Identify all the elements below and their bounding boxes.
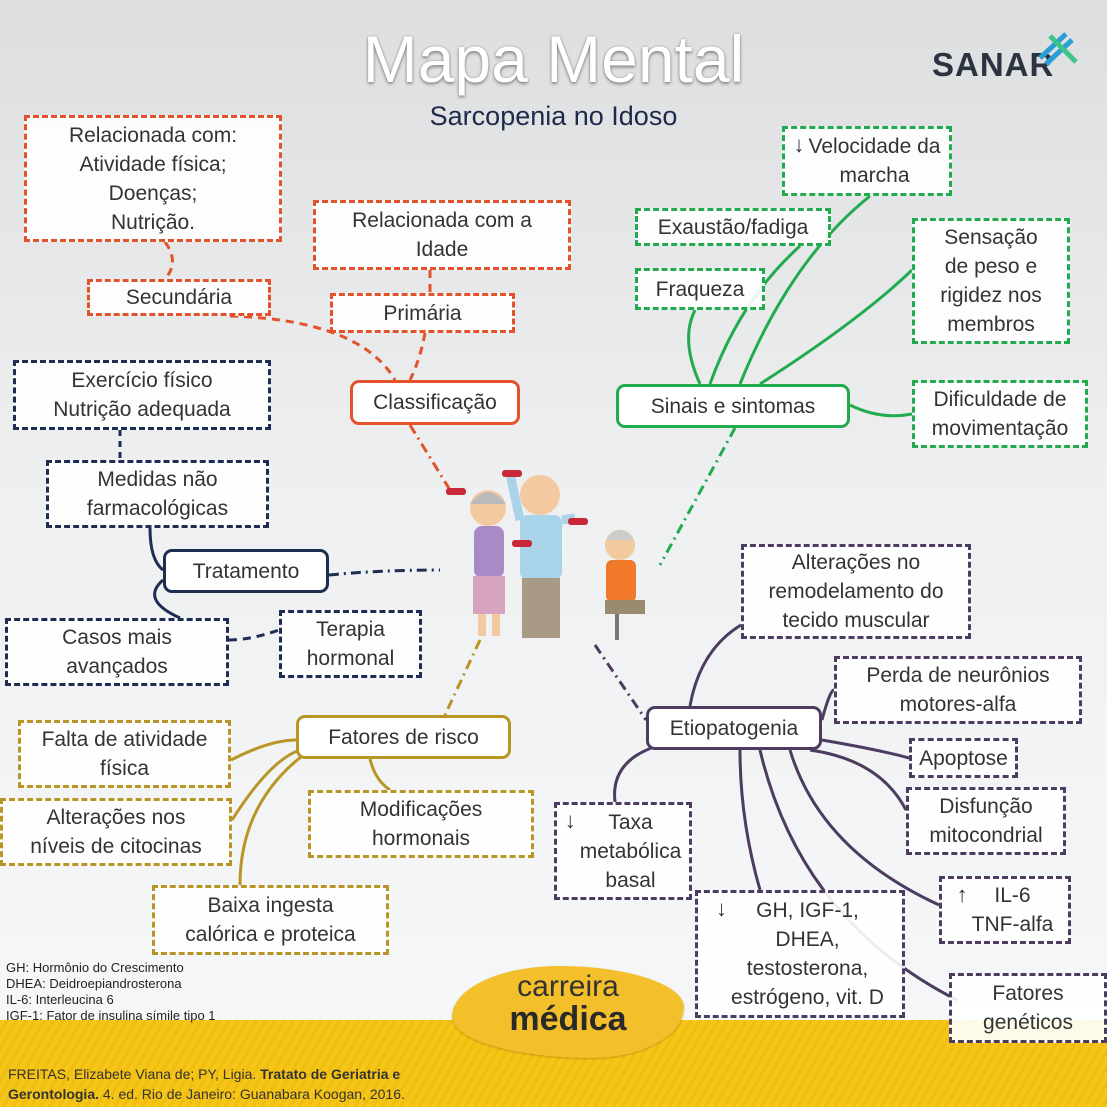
casos-box: Casos mais avançados [5, 618, 229, 686]
ingesta-box: Baixa ingesta calórica e proteica [152, 885, 389, 955]
ref-publisher: 4. ed. Rio de Janeiro: Guanabara Koogan,… [99, 1086, 405, 1102]
exaustao-box: Exaustão/fadiga [635, 208, 831, 246]
sensacao-box: Sensação de peso e rigidez nos membros [912, 218, 1070, 344]
down-arrow-icon: ↓ [564, 808, 576, 833]
geneticos-box: Fatores genéticos [949, 973, 1107, 1043]
reference-citation: FREITAS, Elizabete Viana de; PY, Ligia. … [8, 1064, 405, 1104]
mitocondrial-box: Disfunção mitocondrial [906, 787, 1066, 855]
etiopatogenia-hub: Etiopatogenia [646, 706, 822, 750]
up-arrow-icon: ↑ [956, 882, 968, 907]
secundaria-box: Secundária [87, 279, 271, 316]
hormonais-box: Modificações hormonais [308, 790, 534, 858]
down-arrow-icon: ↓ [793, 132, 805, 157]
primaria-box: Primária [330, 293, 515, 333]
velocidade-marcha-box: ↓Velocidade da marcha [782, 126, 952, 196]
ref-title-1: Tratato de Geriatria e [260, 1066, 401, 1082]
citocinas-box: Alterações nos níveis de citocinas [0, 798, 232, 866]
il6-box: ↑IL-6 TNF-alfa [939, 876, 1071, 944]
sanar-logo: SANAR [932, 46, 1055, 83]
taxa-metabolica-box: ↓Taxa metabólica basal [554, 802, 692, 900]
terapia-box: Terapia hormonal [279, 610, 422, 678]
velocidade-text: Velocidade da marcha [808, 135, 941, 187]
neuronios-box: Perda de neurônios motores-alfa [834, 656, 1082, 724]
page-title: Mapa Mental [362, 22, 745, 96]
badge-line2: médica [509, 1000, 627, 1038]
abbreviation-legend: GH: Hormônio do Crescimento DHEA: Deidro… [6, 960, 216, 1023]
medidas-box: Medidas não farmacológicas [46, 460, 269, 528]
il6-text: IL-6 TNF-alfa [971, 884, 1054, 936]
elderly-exercising-illustration [446, 470, 645, 640]
falta-atividade-box: Falta de atividade física [18, 720, 231, 788]
medidas-detail-box: Exercício físico Nutrição adequada [13, 360, 271, 430]
apoptose-box: Apoptose [909, 738, 1018, 778]
primaria-detail-box: Relacionada com a Idade [313, 200, 571, 270]
fatores-risco-hub: Fatores de risco [296, 715, 511, 759]
ref-authors: FREITAS, Elizabete Viana de; PY, Ligia. [8, 1066, 261, 1082]
page-subtitle: Sarcopenia no Idoso [429, 101, 678, 131]
badge-line1: carreira [517, 970, 619, 1003]
down-arrow-icon: ↓ [716, 896, 728, 921]
ref-title-2: Gerontologia. [8, 1086, 99, 1102]
classificacao-hub: Classificação [350, 380, 520, 425]
taxa-text: Taxa metabólica basal [579, 810, 682, 892]
sinais-sintomas-hub: Sinais e sintomas [616, 384, 850, 428]
sanar-logo-mark-icon [1038, 32, 1078, 66]
tratamento-hub: Tratamento [163, 549, 329, 593]
dificuldade-box: Dificuldade de movimentação [912, 380, 1088, 448]
hormonios-text: GH, IGF-1, DHEA, testosterona, estrógeno… [731, 899, 884, 1009]
secundaria-detail-box: Relacionada com: Atividade física; Doenç… [24, 115, 282, 242]
remodelamento-box: Alterações no remodelamento do tecido mu… [741, 544, 971, 639]
fraqueza-box: Fraqueza [635, 268, 765, 310]
hormonios-box: ↓GH, IGF-1, DHEA, testosterona, estrógen… [695, 890, 905, 1018]
